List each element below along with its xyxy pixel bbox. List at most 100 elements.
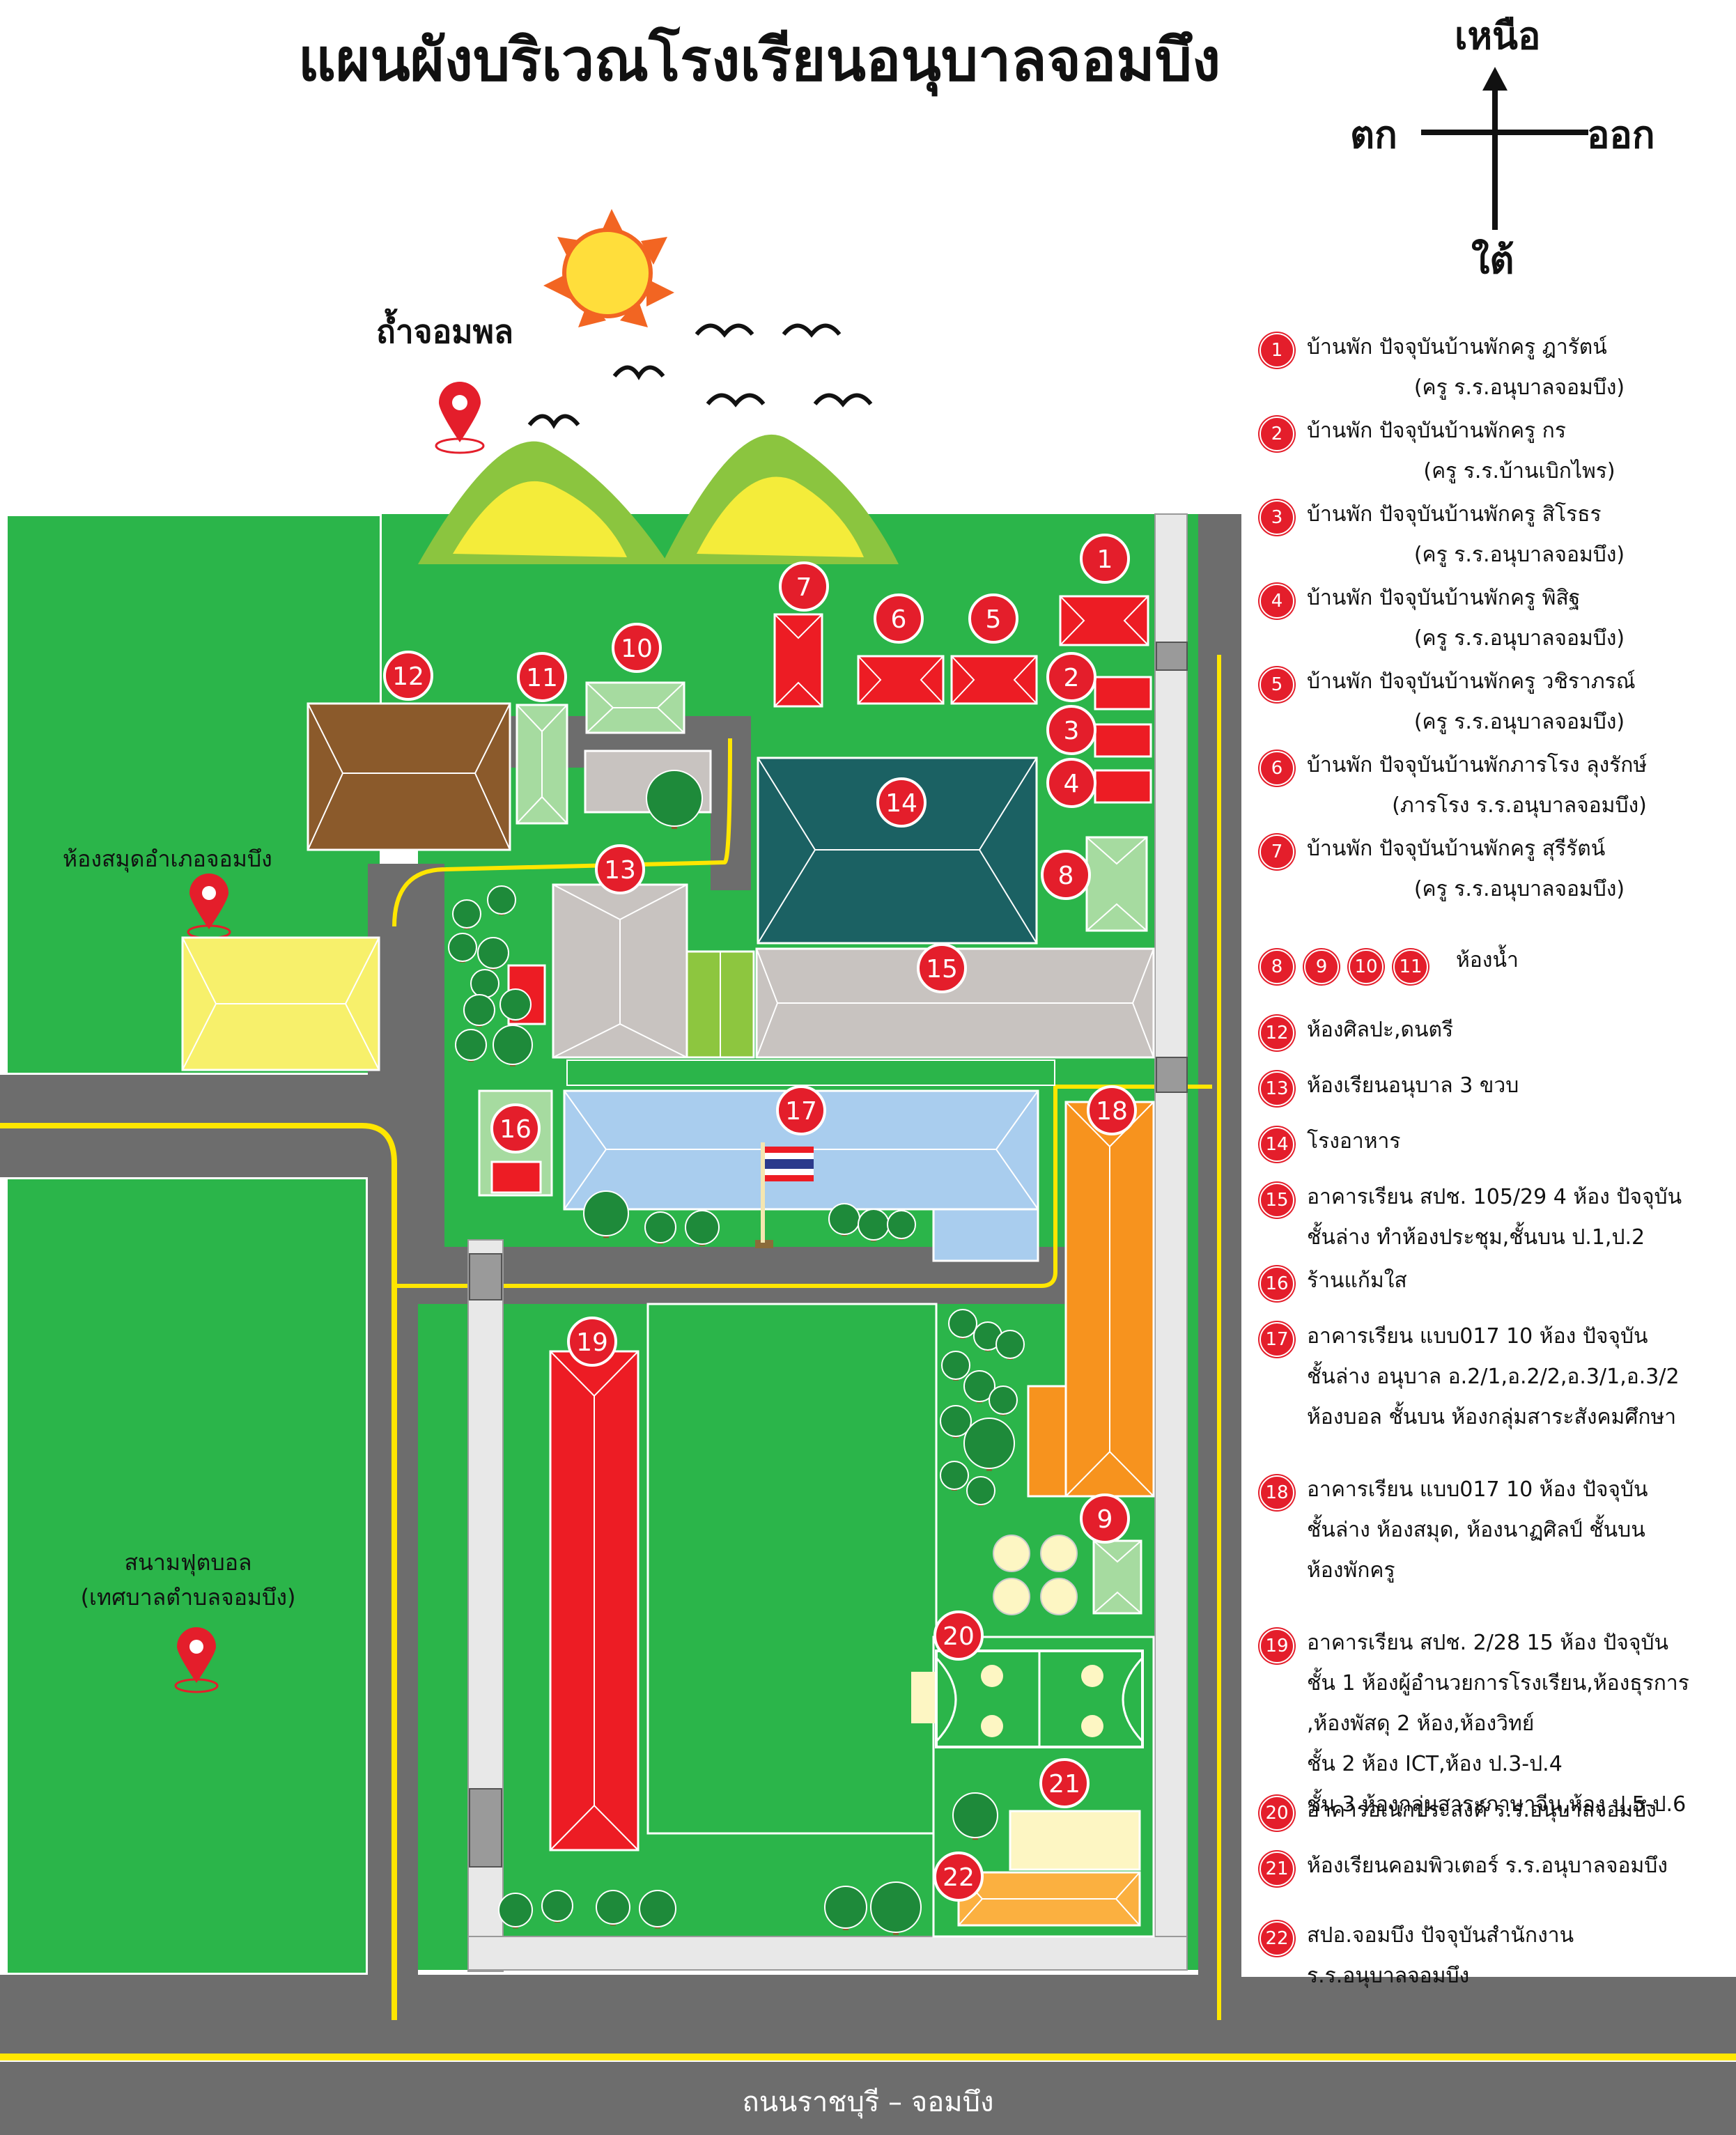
legend-text: โรงอาหาร (1307, 1129, 1401, 1154)
tree-icon (639, 1890, 676, 1929)
legend-text: สปอ.จอมบึง ปัจจุบันสำนักงาน (1307, 1923, 1574, 1948)
legend-number-badge: 15 (1260, 1183, 1294, 1218)
tree-icon (477, 937, 509, 970)
legend-number-badge: 6 (1260, 751, 1294, 786)
building-number-text: 3 (1064, 717, 1080, 745)
legend-number-badge: 11 (1393, 949, 1428, 984)
legend-text: บ้านพัก ปัจจุบันบ้านพักครู วชิราภรณ์ (1307, 669, 1636, 694)
legend-text: (ครู ร.ร.อนุบาลจอมบึง) (1413, 626, 1625, 651)
legend-number-badge: 9 (1304, 949, 1339, 984)
tree-icon (963, 1418, 1015, 1471)
building-number-badge: 3 (1046, 705, 1096, 755)
building-number-badge: 22 (933, 1851, 984, 1902)
legend-text: ชั้น 1 ห้องผู้อำนวยการโรงเรียน,ห้องธุรกา… (1307, 1671, 1689, 1695)
building-number-text: 14 (885, 789, 917, 818)
building-number-text: 18 (1096, 1097, 1128, 1126)
tree-icon (989, 1385, 1018, 1415)
legend-text: ห้องบอล ชั้นบน ห้องกลุ่มสาระสังคมศึกษา (1307, 1405, 1677, 1429)
fence-south (467, 1936, 1188, 1971)
thai-flag-icon (755, 1142, 814, 1248)
building-number-text: 5 (986, 605, 1002, 634)
legend-number-badge: 18 (1260, 1475, 1294, 1510)
building-number-text: 8 (1058, 862, 1074, 890)
legend-number-badge: 13 (1260, 1071, 1294, 1106)
gate-west-south (469, 1788, 502, 1868)
compass-east-label: ออก (1587, 113, 1655, 157)
building-number-badge: 12 (383, 651, 433, 701)
tree-icon (966, 1476, 995, 1506)
legend-text: (ครู ร.ร.บ้านเบิกไพร) (1423, 459, 1615, 483)
fence-east (1154, 513, 1188, 1971)
building-number-text: 4 (1064, 770, 1080, 798)
building-20-court (911, 1649, 1144, 1748)
legend-number-badge: 2 (1260, 417, 1294, 451)
building-number-badge: 6 (874, 593, 924, 644)
restroom-9 (1092, 1539, 1142, 1615)
gate-west (469, 1253, 502, 1301)
gate-east-north (1156, 642, 1188, 671)
tree-icon (470, 969, 499, 999)
building-number-badge: 1 (1080, 534, 1130, 584)
tree-icon (995, 1330, 1025, 1360)
legend-text: อาคารเรียน สปช. 105/29 4 ห้อง ปัจจุบัน (1307, 1185, 1682, 1209)
restroom-8 (1085, 836, 1148, 932)
legend-number-badge: 4 (1260, 584, 1294, 619)
shop-16 (490, 1160, 542, 1194)
football-pin-icon (174, 1627, 219, 1693)
cave-pin-icon (435, 382, 485, 454)
house-4 (1094, 769, 1152, 804)
legend-text: อาคารเรียน แบบ017 10 ห้อง ปัจจุบัน (1307, 1324, 1648, 1349)
building-number-badge: 18 (1087, 1085, 1137, 1135)
tree-icon (583, 1190, 629, 1239)
tree-icon (887, 1210, 916, 1240)
legend-text: (ครู ร.ร.อนุบาลจอมบึง) (1413, 710, 1625, 734)
legend-text: บ้านพัก ปัจจุบันบ้านพักครู สุรีรัตน์ (1307, 837, 1606, 861)
building-19 (549, 1350, 640, 1851)
legend-text: อาคารอเนกประสงค์ ร.ร.อนุบาลจอมบึง (1307, 1798, 1657, 1822)
house-3 (1094, 723, 1152, 758)
legend-text: ชั้น 3 ห้องกลุ่มสาระภาษาจีน,ห้อง ป.5-ป.6 (1307, 1792, 1687, 1817)
cave-label: ถ้ำจอมพล (376, 313, 514, 350)
building-21-computer-room (1009, 1810, 1141, 1871)
building-number-badge: 2 (1046, 652, 1096, 702)
building-number-text: 22 (943, 1863, 975, 1892)
building-number-text: 9 (1097, 1505, 1113, 1534)
walkway-strip (566, 1059, 1055, 1086)
legend-text: บ้านพัก ปัจจุบันบ้านพักครู พิสิฐ (1307, 586, 1581, 610)
compass-north-label: เหนือ (1455, 14, 1541, 58)
house-2 (1094, 676, 1152, 711)
tree-icon (940, 1405, 972, 1438)
building-number-badge: 8 (1041, 850, 1091, 900)
tree-icon (940, 1461, 969, 1491)
restroom-11 (516, 704, 568, 825)
legend-number-badge: 8 (1260, 949, 1294, 984)
tree-icon (493, 1025, 533, 1066)
building-number-text: 6 (891, 605, 907, 634)
building-number-text: 1 (1097, 545, 1113, 574)
sun-icon (543, 209, 674, 327)
building-number-text: 16 (499, 1115, 532, 1144)
legend-text: (ครู ร.ร.อนุบาลจอมบึง) (1413, 375, 1625, 400)
legend-text: ห้องศิลปะ,ดนตรี (1307, 1018, 1454, 1042)
legend-number-badge: 14 (1260, 1127, 1294, 1162)
building-number-text: 20 (943, 1622, 975, 1651)
restroom-10 (585, 681, 685, 734)
tree-icon (870, 1881, 922, 1935)
building-number-badge: 7 (779, 561, 829, 612)
legend-text: บ้านพัก ปัจจุบันบ้านพักภารโรง ลุงรักษ์ (1307, 753, 1648, 777)
library-label: ห้องสมุดอำเภอจอมบึง (63, 846, 272, 872)
building-12-art-room (307, 702, 511, 851)
compass-south-label: ใต้ (1471, 238, 1514, 282)
road-main (0, 2062, 1736, 2135)
legend-text: ชั้นล่าง ห้องสมุด, ห้องนาฏศิลป์ ชั้นบน (1307, 1518, 1645, 1542)
building-number-badge: 10 (612, 623, 662, 673)
tree-icon (685, 1210, 720, 1246)
birds-icon (527, 323, 873, 429)
legend-text: ร้านแก้มใส (1307, 1268, 1407, 1293)
road-inner-left (382, 864, 444, 1296)
building-number-badge: 21 (1039, 1758, 1090, 1808)
walkway-connector (685, 950, 755, 1059)
tree-icon (952, 1792, 998, 1840)
legend-text: ,ห้องพัสดุ 2 ห้อง,ห้องวิทย์ (1307, 1711, 1535, 1736)
